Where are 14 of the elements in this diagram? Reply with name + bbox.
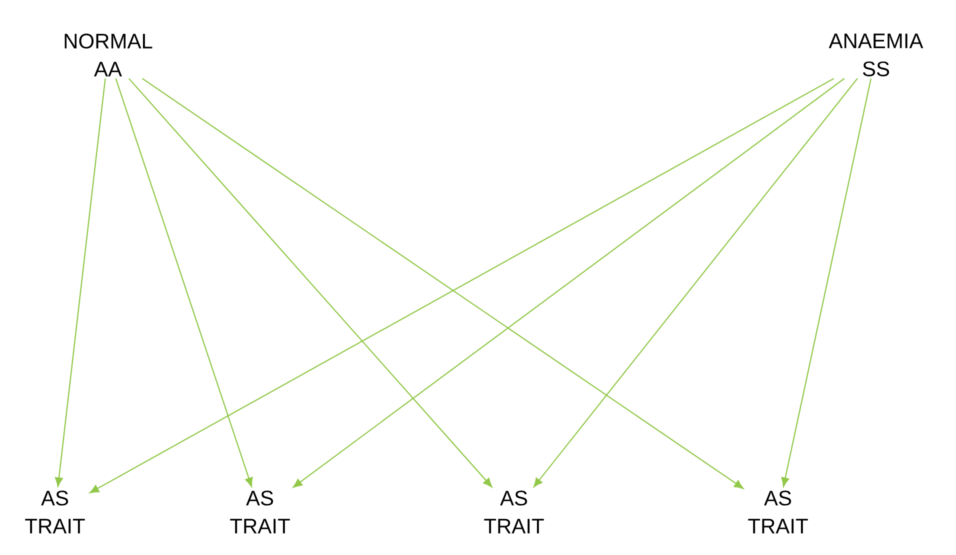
arrow xyxy=(781,78,872,487)
arrow xyxy=(54,78,106,487)
arrow xyxy=(128,78,492,488)
node-label: AS TRAIT xyxy=(748,490,808,534)
node-label: ANAEMIA SS xyxy=(828,34,924,76)
node-label: NORMAL AA xyxy=(64,34,152,76)
node-label: AS TRAIT xyxy=(230,490,290,534)
arrow xyxy=(533,78,858,488)
arrow xyxy=(292,78,845,488)
node-label: AS TRAIT xyxy=(484,490,544,534)
arrow xyxy=(142,78,744,489)
node-label: AS TRAIT xyxy=(25,490,85,534)
arrow xyxy=(115,78,253,487)
arrow xyxy=(90,78,834,494)
